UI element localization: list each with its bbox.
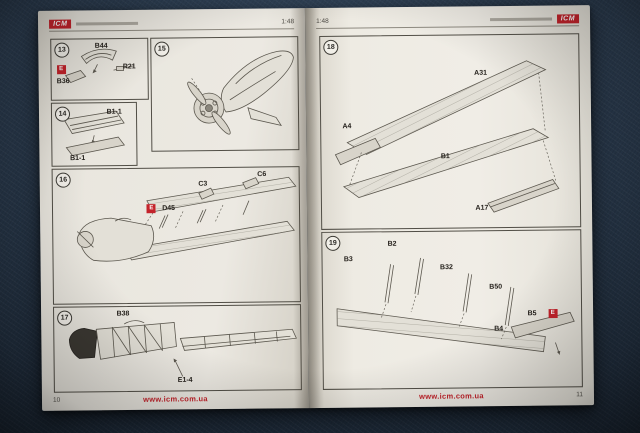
part-label: B32 <box>440 263 453 272</box>
part-label: B5 <box>527 309 537 317</box>
part-label: D45 <box>162 205 176 213</box>
part-label: E1-4 <box>177 376 193 384</box>
part-label: B50 <box>489 283 503 291</box>
header-title-text <box>76 21 139 26</box>
part-label: B1-1 <box>106 108 122 116</box>
step-14-box: 14 B1-1 B1-1 <box>50 101 138 167</box>
header-spacer <box>334 20 485 22</box>
header-spacer <box>143 22 276 23</box>
left-page: ICM 1:48 13 B44 R21 E B36 15 <box>37 8 310 411</box>
step-number: 17 <box>57 310 73 326</box>
part-label: B1 <box>440 153 450 161</box>
biplane-assembly-drawing <box>76 176 297 262</box>
step-number: 15 <box>154 41 170 57</box>
step-number: 14 <box>54 106 71 122</box>
left-page-footer: 10 www.icm.com.ua <box>53 393 298 406</box>
lower-wing-struts-drawing <box>336 257 575 355</box>
part-label: A31 <box>474 70 488 78</box>
part-label: B4 <box>494 325 504 333</box>
page-number: 10 <box>52 396 61 404</box>
step-19-box: 19 <box>321 229 583 390</box>
part-label: R21 <box>122 63 136 71</box>
left-page-header: ICM 1:48 <box>48 15 295 32</box>
step-18-box: 18 A31 A4 B1 A17 <box>319 33 582 230</box>
part-label: C6 <box>257 170 267 178</box>
right-page: 1:48 ICM 18 <box>304 5 595 409</box>
part-label: B38 <box>116 310 130 318</box>
part-label: B2 <box>387 241 397 249</box>
part-label: B44 <box>94 42 108 50</box>
step-number: 16 <box>55 172 71 188</box>
page-number: 11 <box>576 391 584 399</box>
color-callout: E <box>146 204 156 214</box>
icm-logo: ICM <box>49 19 72 29</box>
fuselage-front-drawing <box>187 50 294 135</box>
part-label: B3 <box>343 255 353 263</box>
step-13-box: 13 B44 R21 E B36 <box>50 37 149 101</box>
step-15-box: 15 <box>150 36 300 152</box>
part-label: B36 <box>56 78 70 86</box>
color-callout: E <box>548 308 558 318</box>
step-number: 19 <box>325 235 341 251</box>
website-url: www.icm.com.ua <box>419 391 484 401</box>
part-label: A4 <box>342 123 352 131</box>
step-17-box: 17 B38 E1-4 <box>53 304 302 393</box>
instruction-booklet: ICM 1:48 13 B44 R21 E B36 15 <box>37 5 595 411</box>
step-number: 13 <box>54 42 70 58</box>
part-label: A17 <box>475 204 489 212</box>
website-url: www.icm.com.ua <box>143 394 208 404</box>
step-16-box: 16 <box>51 166 301 305</box>
scale-label: 1:48 <box>281 18 295 26</box>
icm-logo: ICM <box>556 14 580 24</box>
step-number: 18 <box>323 39 339 55</box>
part-label: C3 <box>198 180 208 188</box>
upper-wings-drawing <box>334 60 560 213</box>
header-title-text <box>489 17 552 22</box>
right-page-footer: www.icm.com.ua 11 <box>320 390 583 403</box>
part-label: B1-1 <box>70 154 86 162</box>
right-page-header: 1:48 ICM <box>315 12 580 29</box>
color-callout: E <box>56 65 66 75</box>
scale-label: 1:48 <box>316 17 329 25</box>
